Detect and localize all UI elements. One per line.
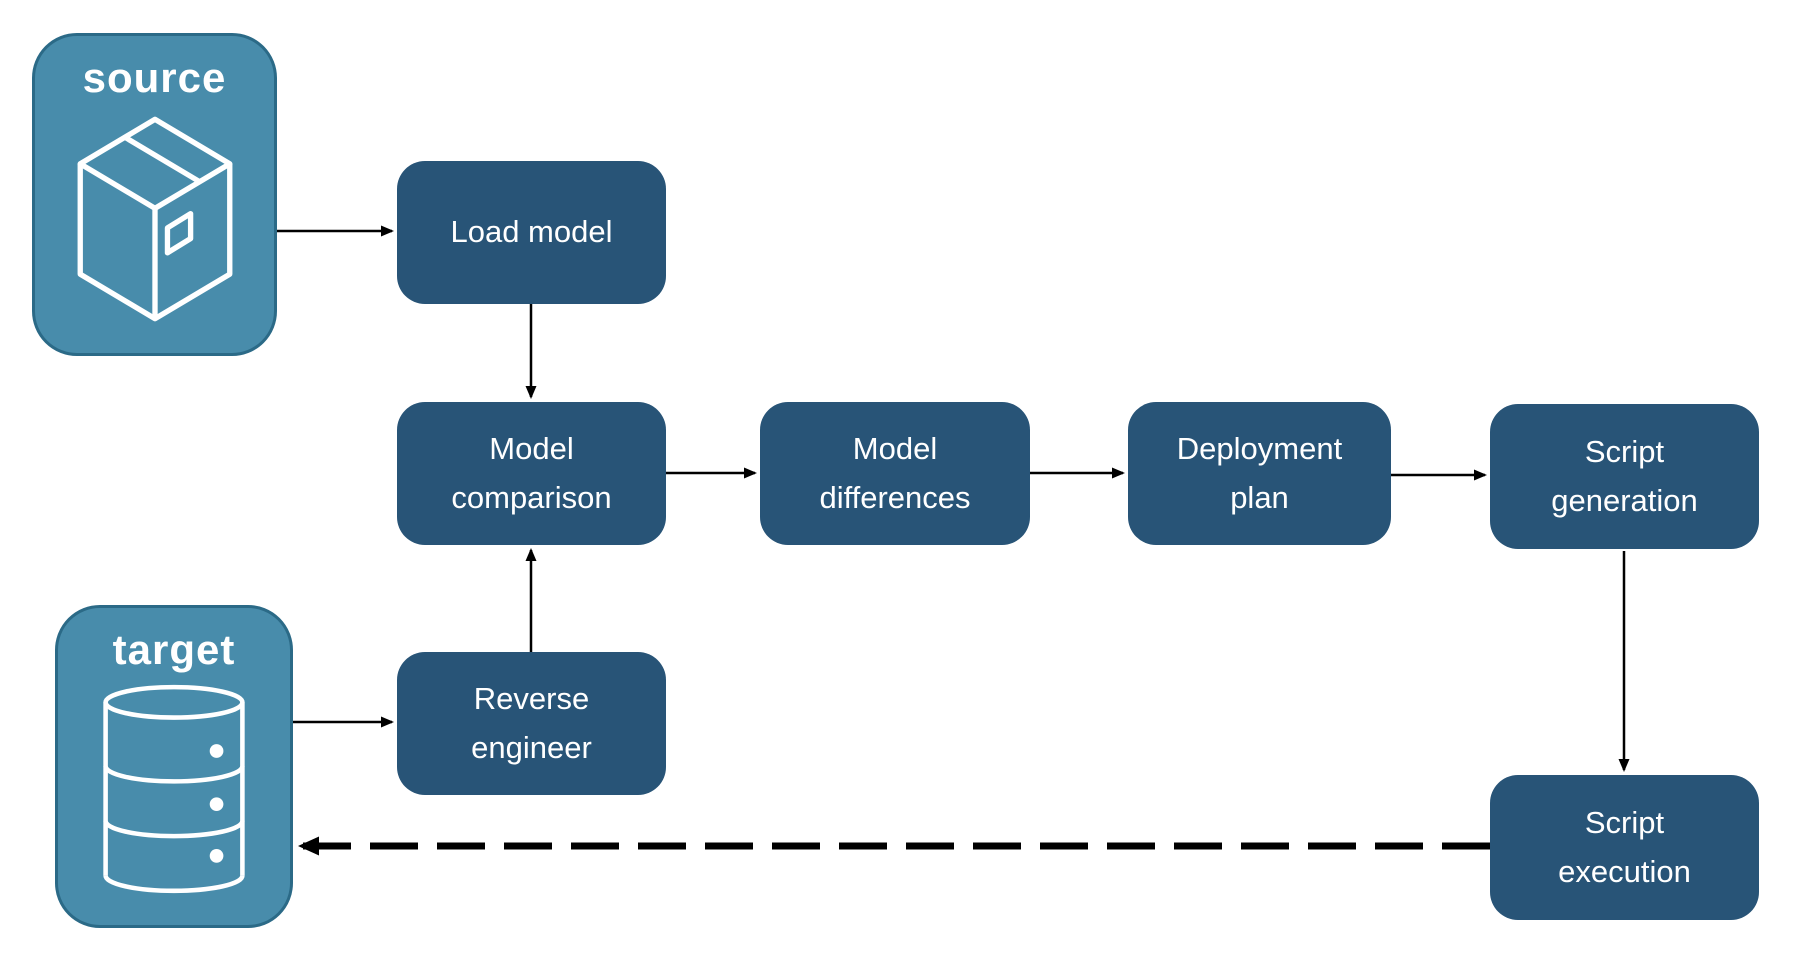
node-model-comparison: Model comparison [397,402,666,545]
node-label: Script execution [1558,805,1691,889]
database-icon [103,684,245,894]
node-label: Model comparison [451,431,612,515]
node-target: target [55,605,293,928]
node-reverse-engineer: Reverse engineer [397,652,666,795]
node-source: source [32,33,277,356]
node-deployment-plan: Deployment plan [1128,402,1391,545]
node-label: Model differences [819,431,971,515]
node-label: Script generation [1551,434,1698,518]
node-label: Reverse engineer [471,681,592,765]
node-label: Deployment plan [1176,431,1343,515]
node-script-generation: Script generation [1490,404,1759,549]
source-label: source [82,54,227,101]
node-label: Load model [450,214,613,250]
node-load-model: Load model [397,161,666,304]
node-script-execution: Script execution [1490,775,1759,920]
target-label: target [112,626,236,673]
package-icon [77,116,232,322]
node-model-differences: Model differences [760,402,1030,545]
